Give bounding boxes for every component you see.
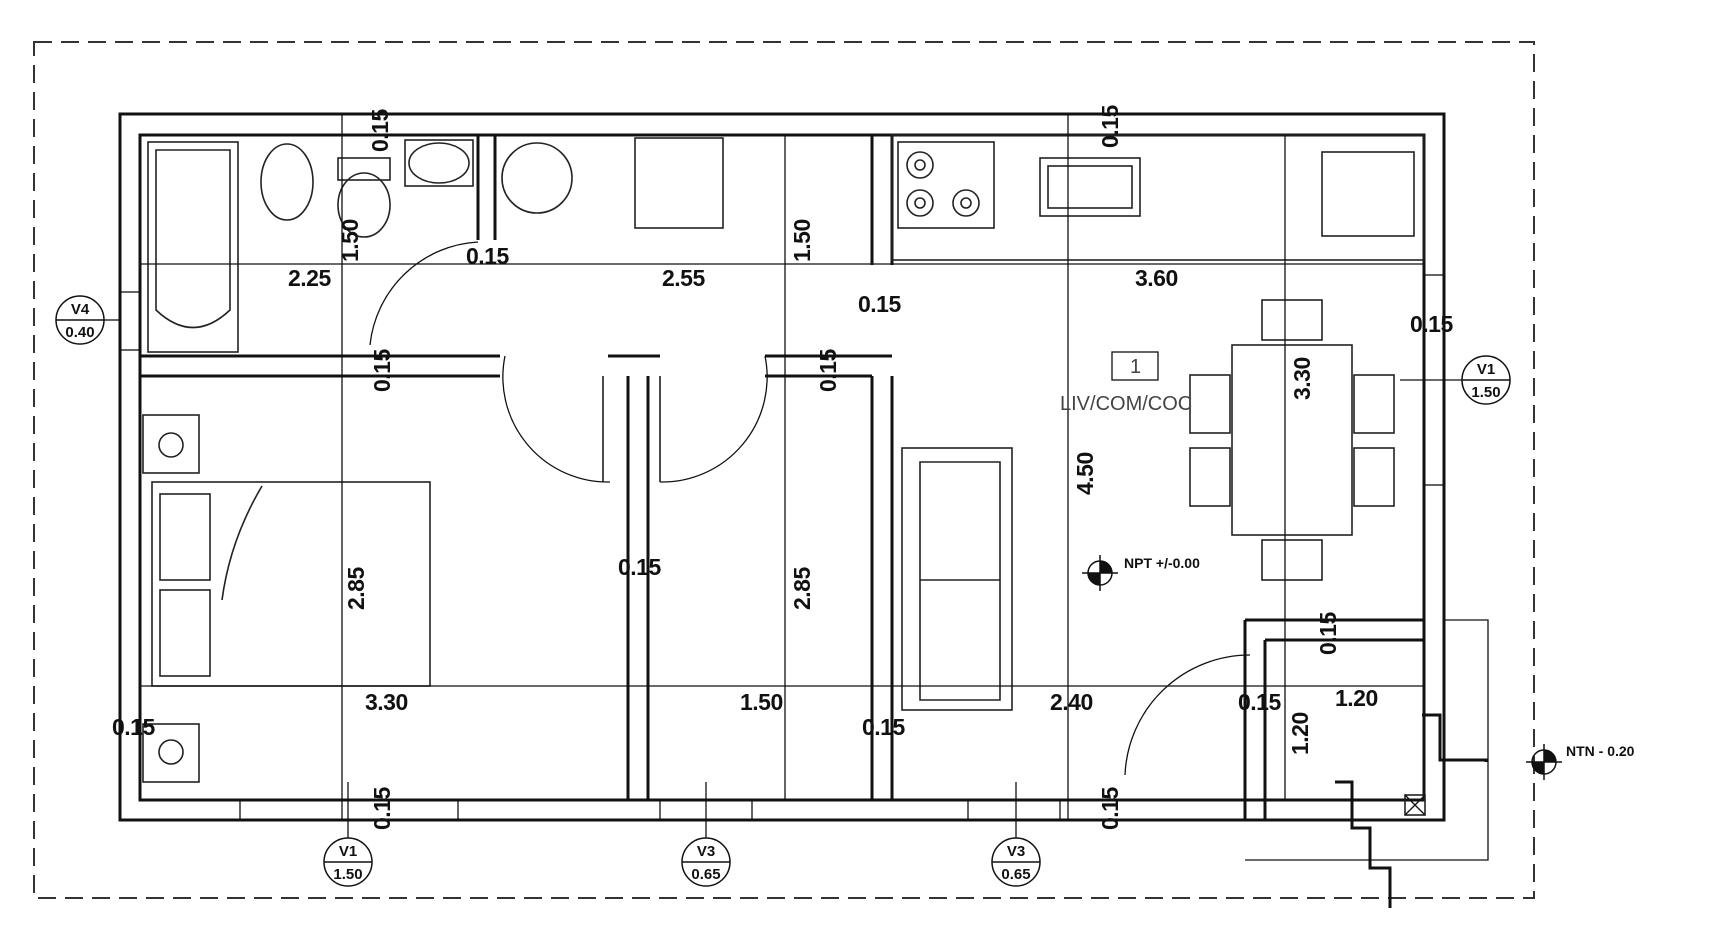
dim-entry-width: 1.20 [1335, 685, 1378, 711]
sofa-icon [901, 447, 1013, 711]
washer-icon [634, 137, 724, 229]
bidet-icon [260, 143, 314, 221]
dim-kitchen-wall: 0.15 [858, 291, 901, 317]
nightstand-bottom-icon [142, 723, 200, 783]
dim-bedroom-wall-right: 0.15 [862, 714, 905, 740]
ntn-level-label: NTN - 0.20 [1566, 743, 1635, 759]
svg-text:0.65: 0.65 [691, 866, 720, 883]
dimension-lines [140, 114, 1462, 820]
svg-text:1.50: 1.50 [1471, 384, 1500, 401]
dim-entry-depth: 1.20 [1287, 712, 1313, 755]
sink-icon [404, 139, 474, 187]
dim-entry-wall: 0.15 [1238, 689, 1281, 715]
doors [369, 241, 1251, 776]
room-number-box [1111, 351, 1159, 381]
dim-hall-height: 1.50 [789, 219, 815, 262]
meter-box-icon [1404, 794, 1426, 816]
svg-text:V4: V4 [71, 301, 90, 318]
water-heater-icon [501, 142, 573, 214]
double-bed-icon [151, 481, 431, 687]
svg-text:0.40: 0.40 [65, 324, 94, 341]
dim-right-wall: 0.15 [1410, 311, 1453, 337]
dim-left-wall: 0.15 [112, 714, 155, 740]
svg-text:V1: V1 [1477, 361, 1495, 378]
dim-table-zone: 3.30 [1289, 357, 1315, 400]
dim-bedroom2-width: 1.50 [740, 689, 783, 715]
dim-mid-wall-right: 0.15 [815, 349, 841, 392]
dim-entry-stair-wall: 0.15 [1315, 612, 1341, 655]
dim-bedroom1-depth: 2.85 [343, 567, 369, 610]
npt-level-marker [1082, 555, 1118, 591]
dim-living-width: 2.40 [1050, 689, 1093, 715]
window-tag-v4: V4 0.40 [55, 295, 105, 345]
room-number: 1 [1130, 356, 1141, 378]
svg-text:V1: V1 [339, 843, 357, 860]
dim-bedroom2-depth: 2.85 [789, 567, 815, 610]
svg-text:V3: V3 [1007, 843, 1025, 860]
dim-kitchen-top-wall: 0.15 [1097, 105, 1123, 148]
svg-text:V3: V3 [697, 843, 715, 860]
dim-bedroom-mid-wall: 0.15 [618, 554, 661, 580]
window-tag-v3-right: V3 0.65 [991, 837, 1041, 887]
interior-walls [140, 135, 1424, 820]
svg-text:1.50: 1.50 [333, 866, 362, 883]
dim-bottom-wall-left: 0.15 [369, 787, 395, 830]
dim-bath-height: 1.50 [337, 219, 363, 262]
window-tag-v1-bottom: V1 1.50 [323, 837, 373, 887]
dim-bottom-wall-right: 0.15 [1097, 787, 1123, 830]
dim-bath-wall-right: 0.15 [466, 243, 509, 269]
window-tag-v3-left: V3 0.65 [681, 837, 731, 887]
stove-icon [897, 141, 995, 229]
dim-bath-width: 2.25 [288, 265, 331, 291]
dim-mid-wall-left: 0.15 [369, 349, 395, 392]
npt-level-label: NPT +/-0.00 [1124, 555, 1200, 571]
site-boundary [33, 41, 1535, 899]
nightstand-top-icon [142, 414, 200, 474]
dim-living-depth: 4.50 [1072, 452, 1098, 495]
window-tag-v1-right: V1 1.50 [1461, 355, 1511, 405]
room-name: LIV/COM/COC [1060, 393, 1192, 415]
kitchen-counter [891, 134, 1425, 261]
bathtub-icon [147, 141, 239, 353]
dim-bedroom1-width: 3.30 [365, 689, 408, 715]
toilet-icon [337, 157, 391, 238]
dim-bath-top-wall: 0.15 [367, 109, 393, 152]
ntn-level-marker [1526, 744, 1562, 780]
dining-table-icon [1189, 299, 1395, 581]
exterior-stair [1422, 713, 1488, 762]
window-leaders [104, 319, 1017, 838]
dim-hall-width: 2.55 [662, 265, 705, 291]
svg-text:0.65: 0.65 [1001, 866, 1030, 883]
dim-kitchen-width: 3.60 [1135, 265, 1178, 291]
